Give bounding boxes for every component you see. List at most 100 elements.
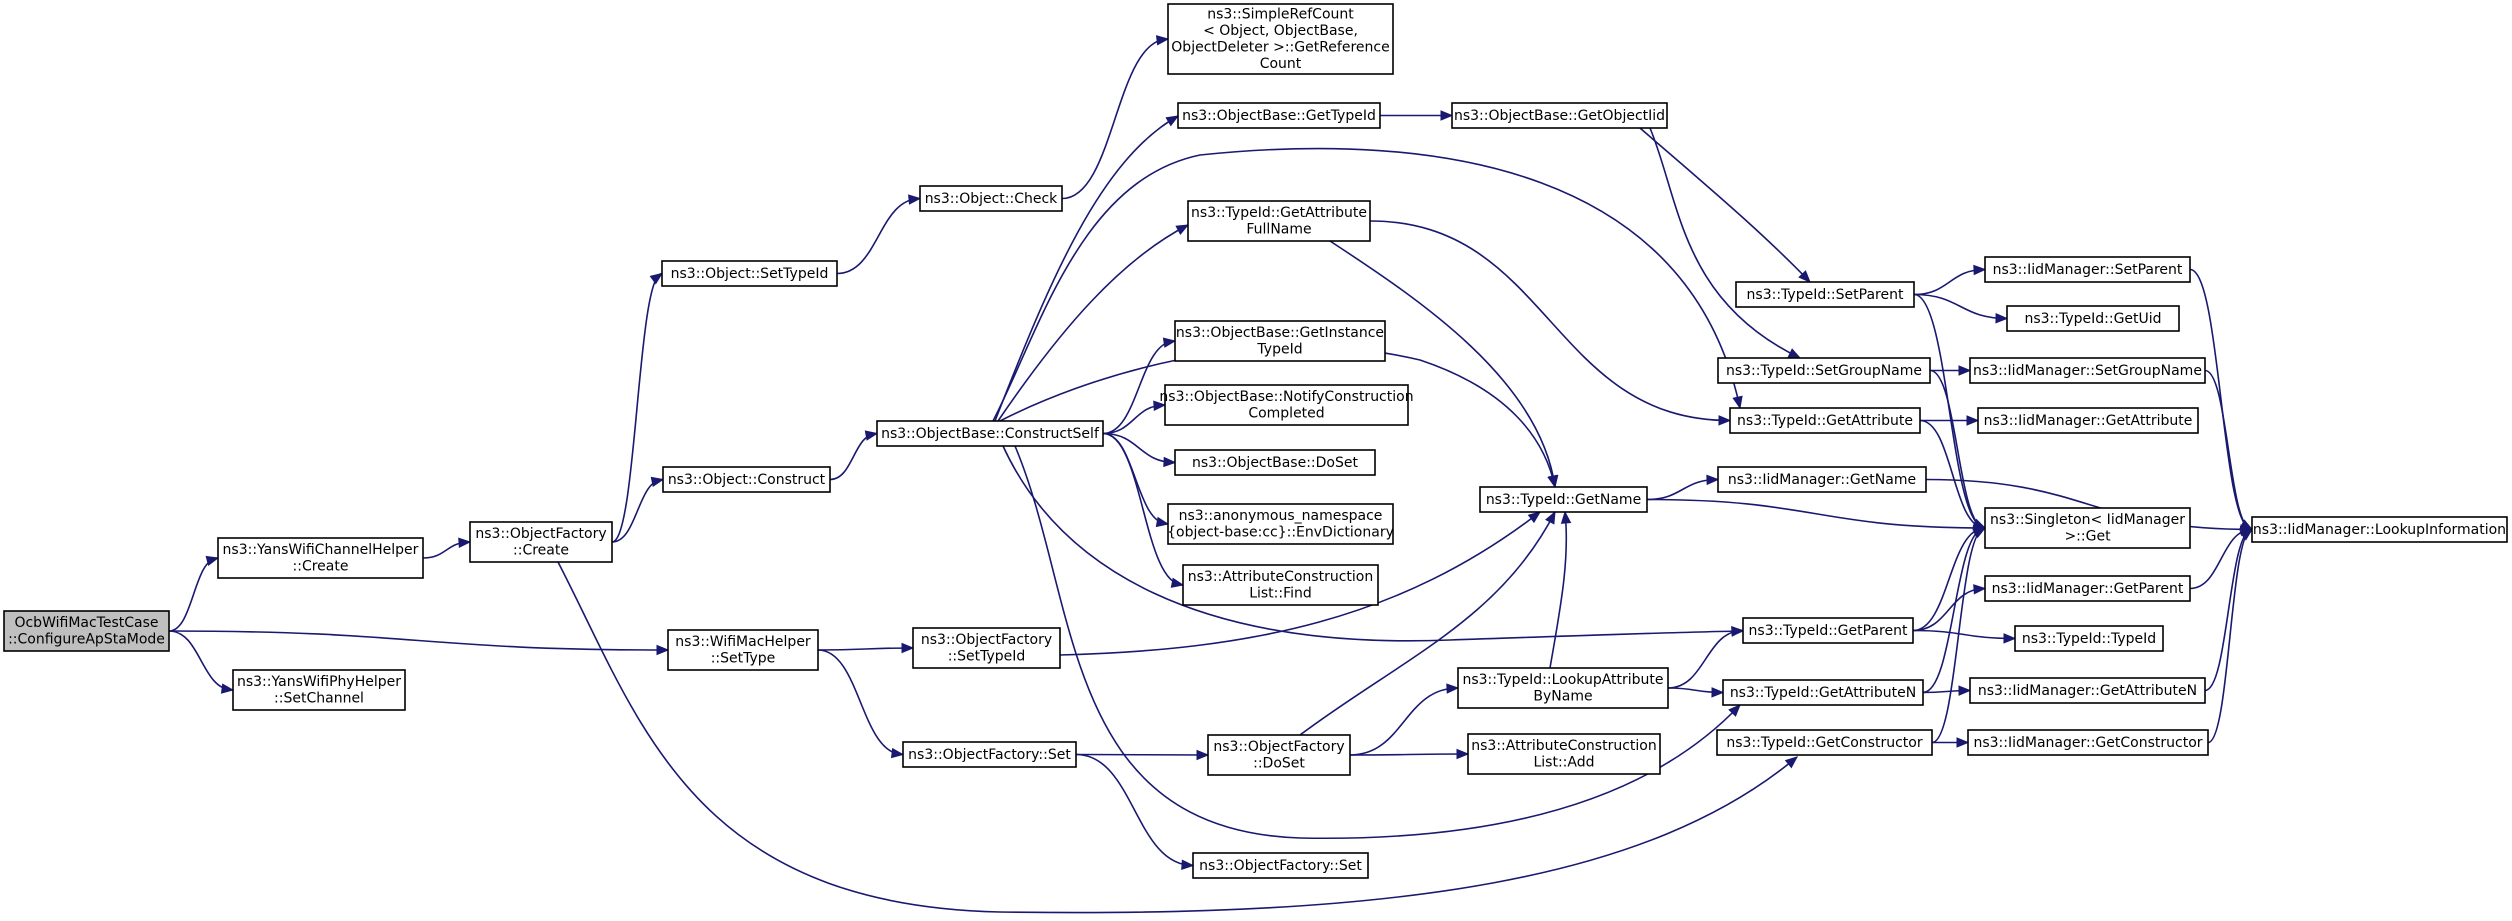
edge-arrowhead (864, 430, 879, 441)
edge-line (168, 557, 219, 632)
edge-line (2204, 528, 2253, 692)
node-ofset2[interactable]: ns3::ObjectFactory::Set (1192, 852, 1369, 879)
node-label: ns3::ObjectFactory::Set (1199, 858, 1362, 874)
node-iidlookup[interactable]: ns3::IidManager::LookupInformation (2251, 516, 2508, 543)
node-ofset1[interactable]: ns3::ObjectFactory::Set (902, 741, 1077, 768)
node-label: ns3::ObjectFactory (475, 526, 606, 542)
edge-arrowhead (1973, 584, 1987, 595)
node-ofsettid[interactable]: ns3::ObjectFactory::SetTypeId (912, 627, 1061, 669)
node-tidsetgroup[interactable]: ns3::TypeId::SetGroupName (1717, 357, 1931, 384)
node-label: ns3::IidManager::SetParent (1993, 262, 2183, 278)
node-tidgetattr[interactable]: ns3::TypeId::GetAttribute (1729, 407, 1921, 434)
node-iidgetctor[interactable]: ns3::IidManager::GetConstructor (1967, 729, 2209, 756)
edge-ofdoset-to-acadd (1349, 748, 1470, 760)
call-graph-edges (168, 35, 2254, 914)
edge-arrowhead (1784, 756, 1799, 769)
node-label: ns3::IidManager::GetConstructor (1973, 735, 2202, 751)
edge-iidgetattrn-to-iidlookup (2204, 528, 2254, 692)
node-yansphy[interactable]: ns3::YansWifiPhyHelper::SetChannel (232, 669, 406, 711)
node-obgettid[interactable]: ns3::ObjectBase::GetTypeId (1177, 102, 1381, 129)
node-tidgetparent[interactable]: ns3::TypeId::GetParent (1742, 617, 1914, 644)
node-box (1984, 575, 2191, 602)
edge-ofdoset-to-tidgetname (1299, 510, 1556, 736)
node-box (912, 627, 1061, 669)
node-box (1457, 667, 1669, 709)
node-iidgetattrn[interactable]: ns3::IidManager::GetAttributeN (1969, 677, 2206, 704)
edge-ofdoset-to-tidlookup (1349, 683, 1460, 756)
node-ofdoset[interactable]: ns3::ObjectFactory::DoSet (1207, 734, 1351, 776)
node-iidgetattr[interactable]: ns3::IidManager::GetAttribute (1977, 407, 2199, 434)
node-objsettype[interactable]: ns3::Object::SetTypeId (661, 260, 838, 287)
node-obgetoid[interactable]: ns3::ObjectBase::GetObjectIid (1451, 102, 1668, 129)
edge-line (1059, 511, 1541, 656)
node-obdoset[interactable]: ns3::ObjectBase::DoSet (1174, 449, 1376, 476)
edge-ofsettid-to-tidgetname (1059, 511, 1542, 656)
node-box (662, 466, 831, 493)
edge-line (168, 630, 234, 691)
edge-arrowhead (1706, 474, 1720, 486)
node-tidgetctor[interactable]: ns3::TypeId::GetConstructor (1716, 729, 1933, 756)
edge-arrowhead (1162, 337, 1177, 348)
node-iidgetname[interactable]: ns3::IidManager::GetName (1717, 466, 1927, 493)
node-tidgetattrn[interactable]: ns3::TypeId::GetAttributeN (1722, 679, 1924, 706)
edge-obconstruct-to-tidgetattrfull (997, 224, 1190, 422)
node-tidsetparent[interactable]: ns3::TypeId::SetParent (1735, 281, 1915, 308)
node-box (1174, 320, 1386, 362)
node-yanschan[interactable]: ns3::YansWifiChannelHelper::Create (217, 537, 424, 579)
edge-wifimac-to-ofsettid (817, 642, 915, 654)
node-box (1967, 729, 2209, 756)
node-tidgetname[interactable]: ns3::TypeId::GetName (1479, 486, 1648, 513)
node-obconstruct[interactable]: ns3::ObjectBase::ConstructSelf (876, 420, 1104, 447)
node-ofcreate[interactable]: ns3::ObjectFactory::Create (469, 521, 613, 563)
edge-line (994, 115, 1179, 422)
node-label: ns3::Singleton< IidManager (1990, 512, 2185, 528)
edge-line (1912, 629, 2016, 640)
edge-root-to-yanschan (168, 555, 220, 632)
edge-arrowhead (1732, 395, 1743, 410)
edge-line (1102, 340, 1176, 435)
node-iidgetparent[interactable]: ns3::IidManager::GetParent (1984, 575, 2191, 602)
call-graph-nodes: OcbWifiMacTestCase::ConfigureApStaModens… (3, 3, 2508, 879)
node-singleton[interactable]: ns3::Singleton< IidManager>::Get (1984, 507, 2191, 549)
node-label: >::Get (2064, 529, 2111, 545)
node-label: ns3::ObjectFactory (1213, 739, 1344, 755)
node-objconstruct[interactable]: ns3::Object::Construct (662, 466, 831, 493)
edge-wifimac-to-ofset1 (817, 649, 905, 759)
edge-tidgetattr-to-iidgetattr (1919, 415, 1980, 426)
edge-arrowhead (1456, 748, 1470, 760)
edge-line (168, 630, 669, 651)
node-label: ns3::ObjectBase::GetTypeId (1182, 108, 1376, 124)
node-box (2014, 625, 2164, 652)
node-simpleref[interactable]: ns3::SimpleRefCount< Object, ObjectBase,… (1167, 3, 1394, 75)
node-iidsetparent[interactable]: ns3::IidManager::SetParent (1984, 256, 2191, 283)
node-wifimac[interactable]: ns3::WifiMacHelper::SetType (667, 629, 819, 671)
node-objcheck[interactable]: ns3::Object::Check (919, 185, 1063, 212)
node-anonenv[interactable]: ns3::anonymous_namespace{object-base:cc}… (1167, 503, 1394, 545)
node-label: ns3::IidManager::GetAttribute (1984, 413, 2193, 429)
edge-line (2189, 268, 2253, 531)
node-iidsetgroup[interactable]: ns3::IidManager::SetGroupName (1969, 357, 2206, 384)
node-tidtypeid[interactable]: ns3::TypeId::TypeId (2014, 625, 2164, 652)
node-box (1984, 256, 2191, 283)
node-obnotify[interactable]: ns3::ObjectBase::NotifyConstructionCompl… (1159, 384, 1414, 426)
node-tidgetuid[interactable]: ns3::TypeId::GetUid (2006, 305, 2180, 332)
node-label: ::SetTypeId (948, 649, 1026, 665)
edge-line (2207, 528, 2253, 744)
node-label: List::Find (1249, 586, 1312, 602)
edge-line (1369, 220, 1731, 422)
edge-line (2204, 369, 2253, 531)
edge-arrowhead (1958, 685, 1972, 696)
edge-arrowhead (1718, 415, 1732, 426)
edge-arrowhead (220, 683, 235, 694)
node-label: ns3::TypeId::GetName (1486, 492, 1641, 508)
node-root[interactable]: OcbWifiMacTestCase::ConfigureApStaMode (3, 610, 170, 652)
node-label: ns3::ObjectBase::ConstructSelf (881, 426, 1100, 442)
edge-obgetoid-to-tidsetgroup (1649, 127, 1802, 359)
node-label: ::SetType (711, 651, 776, 667)
